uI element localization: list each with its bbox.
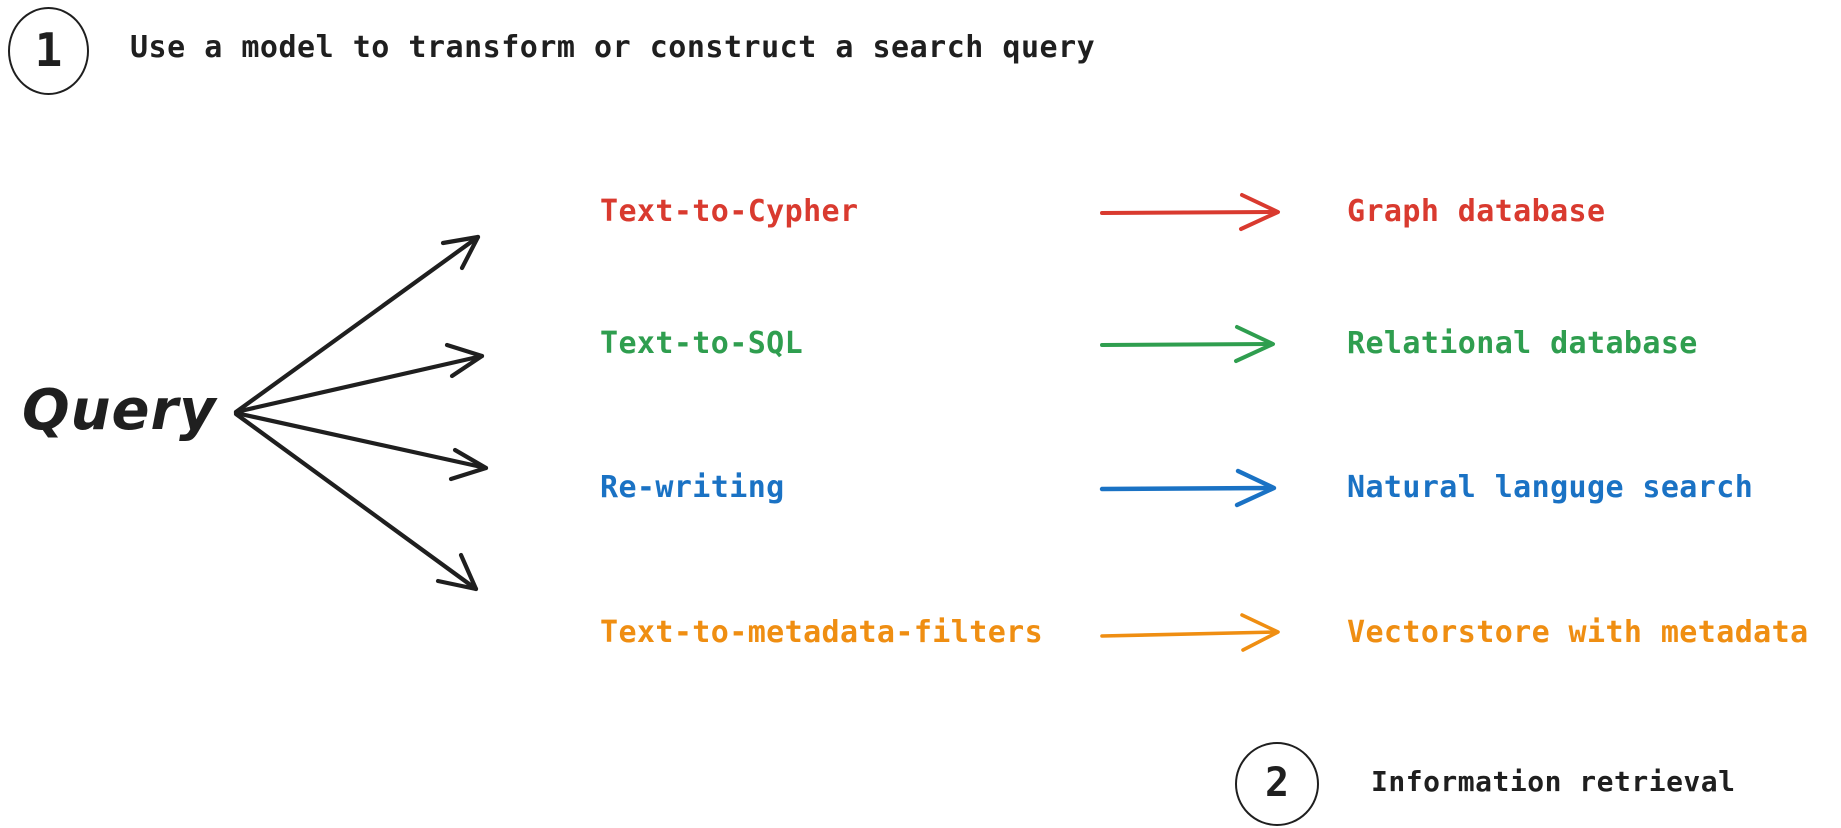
row-re-writing: Re-writing Natural languge search: [0, 460, 1841, 516]
target-label-vectorstore-with-metadata: Vectorstore with metadata: [1347, 615, 1809, 650]
method-label-text-to-sql: Text-to-SQL: [600, 326, 804, 361]
step-1-badge: 1: [8, 7, 89, 95]
target-label-graph-database: Graph database: [1347, 194, 1606, 229]
step-1-number: 1: [34, 23, 63, 77]
target-label-natural-language-search: Natural languge search: [1347, 470, 1754, 505]
step-2-badge: 2: [1235, 742, 1319, 826]
arrow-right-icon: [1100, 193, 1280, 231]
step-2-number: 2: [1264, 760, 1290, 806]
row-text-to-cypher: Text-to-Cypher Graph database: [0, 184, 1841, 240]
row-text-to-metadata-filters: Text-to-metadata-filters Vectorstore wit…: [0, 605, 1841, 661]
row-text-to-sql: Text-to-SQL Relational database: [0, 316, 1841, 372]
arrow-right-icon: [1099, 468, 1277, 508]
step-1-caption: Use a model to transform or construct a …: [130, 30, 1096, 65]
method-label-text-to-cypher: Text-to-Cypher: [600, 194, 859, 229]
target-label-relational-database: Relational database: [1347, 326, 1698, 361]
query-source-label: Query: [22, 378, 217, 443]
method-label-re-writing: Re-writing: [600, 470, 785, 505]
arrow-right-icon: [1100, 325, 1275, 363]
step-2-caption: Information retrieval: [1371, 765, 1736, 798]
arrow-right-icon: [1100, 613, 1280, 652]
method-label-text-to-metadata-filters: Text-to-metadata-filters: [600, 615, 1044, 650]
